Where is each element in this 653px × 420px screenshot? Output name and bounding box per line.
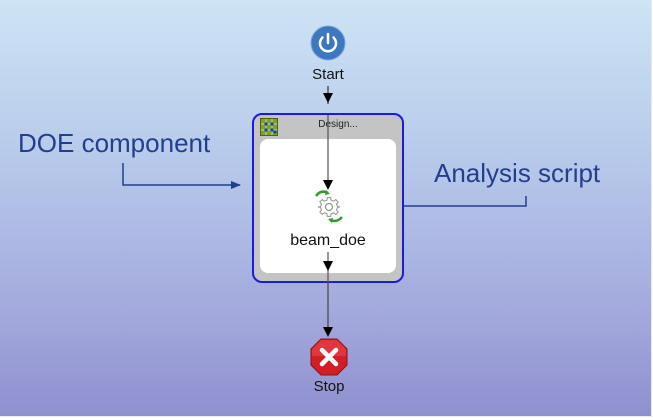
stop-node[interactable]: [310, 338, 348, 376]
stop-x-icon: [310, 338, 348, 376]
gear-script-icon: [314, 190, 343, 223]
script-in-arrowhead: [323, 180, 333, 190]
analysis-script-callout: Analysis script: [434, 158, 601, 188]
script-node[interactable]: [311, 188, 347, 224]
script-label: beam_doe: [290, 232, 366, 249]
doe-component-callout: DOE component: [18, 128, 211, 158]
doe-component-title: Design...: [318, 119, 358, 130]
power-icon: [310, 25, 346, 61]
doe-callout-arrow: [122, 163, 241, 189]
grid-doe-icon: [260, 118, 278, 136]
script-out-arrowhead: [323, 261, 333, 271]
analysis-callout-arrow: [353, 196, 527, 210]
start-arrowhead: [323, 93, 333, 103]
start-label: Start: [312, 66, 344, 83]
start-node[interactable]: [310, 25, 346, 61]
stop-label: Stop: [313, 378, 345, 395]
stop-arrowhead: [323, 327, 333, 337]
